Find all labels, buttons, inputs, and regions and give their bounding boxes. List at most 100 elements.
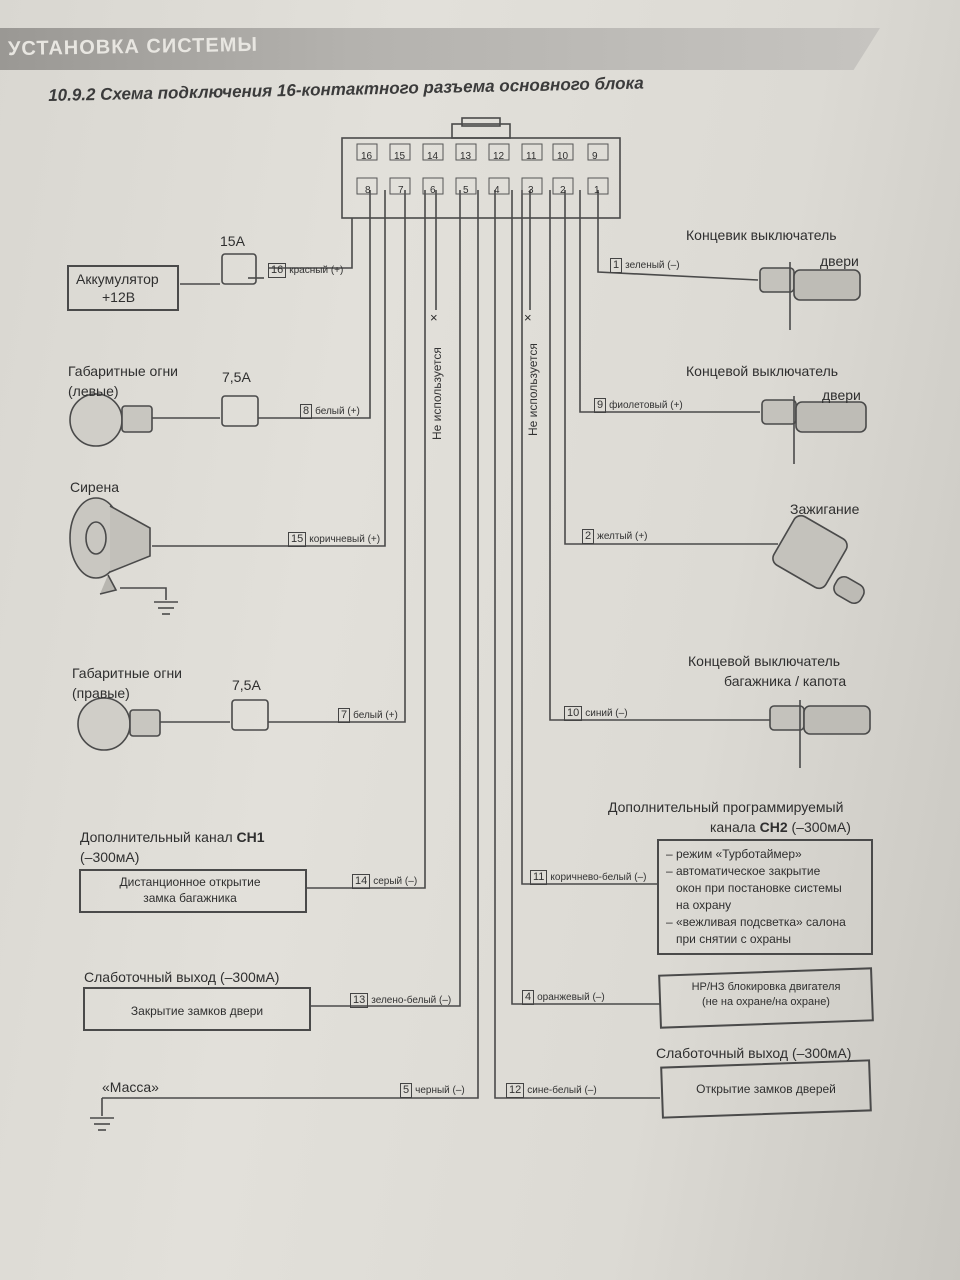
- connector-latch-tip: [461, 117, 501, 127]
- pin-2: 2: [560, 185, 566, 196]
- ground-label: «Масса»: [102, 1079, 159, 1095]
- parking-right-label: Габаритные огни: [72, 665, 182, 681]
- wire-8: [258, 190, 371, 419]
- svg-text:×: ×: [524, 310, 532, 325]
- connector-pin-cell: [455, 177, 477, 195]
- wire-16: [268, 218, 353, 269]
- door-switch-1-sub: двери: [820, 253, 859, 269]
- ch2-title-bold: CH2: [759, 819, 788, 835]
- parking-left-side: (левые): [68, 383, 119, 399]
- ch1-box: [79, 869, 307, 913]
- siren-bracket: [99, 574, 118, 595]
- ignition-icon: [772, 514, 865, 605]
- fuse-7-5a-right: [231, 699, 269, 731]
- trunk-switch-icon: [769, 700, 871, 768]
- wire-12-pin: 12: [506, 1083, 525, 1098]
- bulb-right-base: [129, 709, 161, 737]
- bulb-left-icon: [69, 393, 123, 447]
- wire-2-pin: 2: [582, 529, 595, 544]
- wire-9: [579, 190, 760, 413]
- pin-8: 8: [365, 185, 371, 196]
- wire-9-pin: 9: [594, 398, 607, 413]
- ch2-item: окон при постановке системы: [676, 881, 842, 895]
- wire-13-color: зелено-белый (–): [371, 995, 452, 1006]
- fuse-left-label: 7,5А: [222, 369, 251, 385]
- wire-14-pin: 14: [352, 874, 371, 889]
- battery-label: Аккумулятор: [76, 271, 159, 287]
- parking-right-side: (правые): [72, 685, 130, 701]
- connector-pin-cell: [422, 177, 444, 195]
- wire-1: [597, 190, 759, 281]
- section-header-bar: [0, 28, 880, 70]
- low-current-box: [83, 987, 311, 1031]
- pin-3: 3: [528, 185, 534, 196]
- pin-1: 1: [594, 185, 600, 196]
- low-current-box-text: Закрытие замков двери: [130, 1004, 264, 1018]
- bulb-right-icon: [77, 697, 131, 751]
- wire-1-color: зеленый (–): [625, 260, 680, 271]
- siren-ground-wire: [120, 587, 167, 600]
- fuse-7-5a-left: [221, 395, 259, 427]
- wire-10: [549, 190, 770, 721]
- wire-15: [152, 190, 386, 547]
- wire-5-pin: 5: [400, 1083, 413, 1098]
- ch2-box: [657, 839, 873, 955]
- connector-pin-cell: [488, 177, 510, 195]
- pin-14: 14: [427, 151, 439, 162]
- door-switch-1-label: Концевик выключатель: [686, 227, 837, 243]
- door-switch-2-sub: двери: [822, 387, 861, 403]
- pin-15: 15: [394, 151, 406, 162]
- wire-5-color: черный (–): [415, 1085, 465, 1096]
- connector-pin-cell: [521, 177, 543, 195]
- ch2-item: – режим «Турботаймер»: [666, 847, 802, 861]
- unused-label-right: Не используется: [526, 343, 540, 436]
- ch1-box-line2: замка багажника: [143, 891, 237, 905]
- parking-left-label: Габаритные огни: [68, 363, 178, 379]
- wire-2-color: желтый (+): [597, 531, 648, 542]
- ch2-title: Дополнительный программируемый: [608, 799, 844, 815]
- door-switch-2-label: Концевой выключатель: [686, 363, 839, 379]
- ch1-title-bold: CH1: [236, 829, 265, 845]
- connector-pin-cell: [455, 143, 477, 161]
- ch1-current: (–300мА): [80, 849, 140, 865]
- battery-voltage: +12В: [102, 289, 136, 305]
- low-current-title: Слаботочный выход (–300мА): [84, 969, 280, 985]
- fuse-15a: [221, 253, 257, 285]
- wire-13: [310, 190, 461, 1007]
- siren-body: [109, 505, 151, 573]
- ch1-title: Дополнительный канал CH1: [80, 828, 265, 846]
- wire-9-color: фиолетовый (+): [609, 400, 683, 411]
- wire-14-color: серый (–): [373, 876, 418, 887]
- connector-pin-cell: [587, 177, 609, 195]
- pin-4: 4: [494, 185, 500, 196]
- wire-8-color: белый (+): [315, 406, 360, 417]
- door-switch-1-icon: [759, 262, 861, 330]
- wire-11: [521, 190, 658, 885]
- wire-8-pin: 8: [300, 404, 313, 419]
- wire-14: [306, 190, 426, 889]
- wire-10-pin: 10: [564, 706, 583, 721]
- wire-16-pin: 16: [268, 263, 287, 278]
- ch1-box-line1: Дистанционное открытие: [119, 875, 261, 889]
- wire-10-color: синий (–): [585, 708, 628, 719]
- pin-9: 9: [592, 151, 598, 162]
- immobilizer-box: [658, 967, 874, 1029]
- wire-15-color: коричневый (+): [309, 534, 381, 545]
- ch1-box-text: Дистанционное открытие замка багажника: [90, 874, 290, 906]
- pin-6: 6: [430, 185, 436, 196]
- wire-2: [564, 190, 778, 545]
- wire-5: [102, 190, 479, 1099]
- wire-7-color: белый (+): [353, 710, 398, 721]
- connector-pin-cell: [422, 143, 444, 161]
- fuse-right-label: 7,5А: [232, 677, 261, 693]
